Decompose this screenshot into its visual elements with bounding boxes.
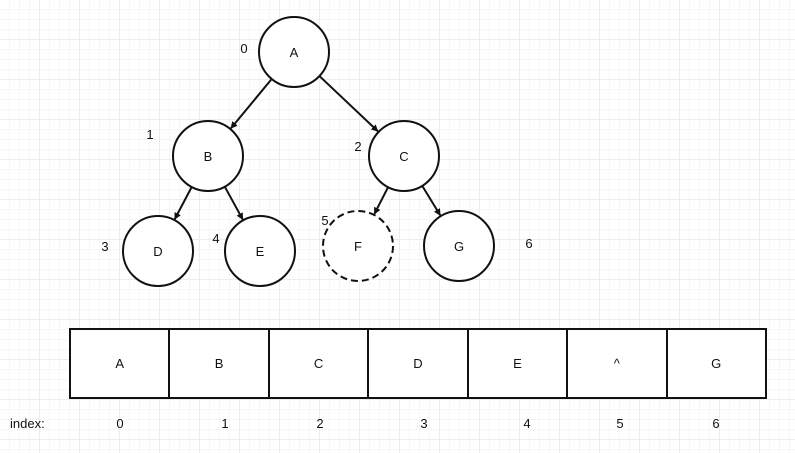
tree-node-label-f: F — [354, 239, 362, 254]
edge-c-f — [373, 186, 389, 215]
edge-b-d — [173, 186, 193, 220]
index-row-label: index: — [10, 416, 45, 431]
tree-node-index-g: 6 — [525, 236, 532, 251]
edge-c-g — [421, 185, 442, 216]
tree-node-d — [122, 215, 194, 287]
tree-node-index-b: 1 — [146, 127, 153, 142]
array-index-6: 6 — [712, 416, 720, 431]
array-index-2: 2 — [316, 416, 324, 431]
tree-node-label-g: G — [454, 239, 464, 254]
tree-node-g — [423, 210, 495, 282]
tree-node-index-a: 0 — [240, 41, 247, 56]
array-index-1: 1 — [221, 416, 229, 431]
tree-node-index-c: 2 — [354, 139, 361, 154]
tree-node-label-d: D — [153, 244, 162, 259]
tree-node-b — [172, 120, 244, 192]
array-cell-4: E — [469, 330, 569, 397]
array-cell-5: ^ — [568, 330, 668, 397]
tree-node-f — [322, 210, 394, 282]
tree-node-index-d: 3 — [101, 239, 108, 254]
tree-node-label-a: A — [290, 45, 299, 60]
edge-a-b — [230, 78, 273, 129]
tree-node-index-e: 4 — [212, 231, 219, 246]
edge-b-e — [223, 186, 244, 221]
array-index-3: 3 — [420, 416, 428, 431]
edge-a-c — [318, 75, 379, 132]
tree-node-c — [368, 120, 440, 192]
array-cell-0: A — [71, 330, 171, 397]
tree-node-a — [258, 16, 330, 88]
sequential-storage-array: A B C D E ^ G — [69, 328, 767, 399]
tree-node-e — [224, 215, 296, 287]
array-index-4: 4 — [523, 416, 531, 431]
tree-node-label-b: B — [204, 149, 213, 164]
tree-node-index-f: 5 — [321, 213, 328, 228]
array-cell-2: C — [270, 330, 370, 397]
array-cell-1: B — [170, 330, 270, 397]
array-cell-6: G — [711, 356, 722, 371]
tree-node-label-c: C — [399, 149, 408, 164]
array-index-5: 5 — [616, 416, 624, 431]
array-cell-3: D — [369, 330, 469, 397]
tree-node-label-e: E — [256, 244, 265, 259]
array-index-0: 0 — [116, 416, 124, 431]
